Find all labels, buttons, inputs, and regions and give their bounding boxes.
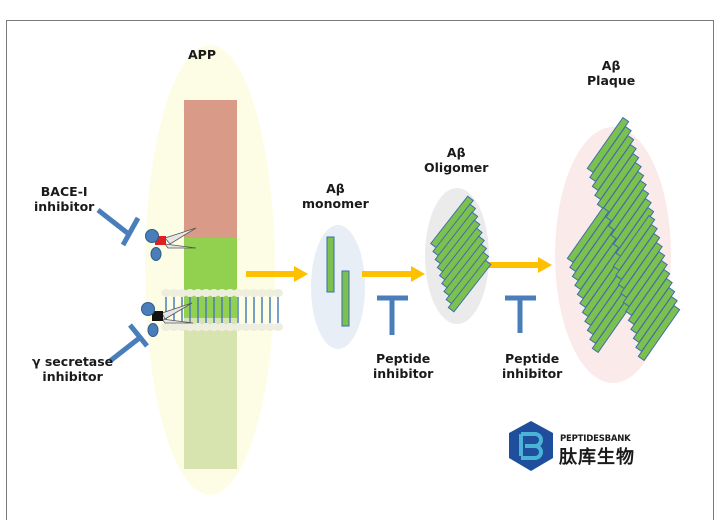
lipid-head: [193, 289, 203, 297]
app-abeta-region: [184, 238, 237, 318]
lipid-head: [217, 289, 227, 297]
gamma-secretase-scissors-icon: [141, 302, 194, 337]
lipid-head: [177, 289, 187, 297]
lipid-head: [249, 289, 259, 297]
lipid-head: [209, 289, 219, 297]
abeta-plaque: [566, 116, 681, 362]
lipid-head: [249, 323, 259, 331]
lipid-head: [185, 323, 195, 331]
lipid-head: [201, 289, 211, 297]
gamma-inhibitor-icon: [108, 323, 149, 363]
lipid-head: [225, 289, 235, 297]
abeta-monomer: [326, 236, 335, 293]
figure-frame: [6, 20, 714, 520]
lipid-head: [169, 289, 179, 297]
bace-label-line2: inhibitor: [34, 199, 95, 214]
lipid-head: [273, 289, 283, 297]
peptide1-label-line1: Peptide: [376, 351, 431, 366]
monomer-halo: [311, 225, 365, 349]
bace-inhibitor-label: BACE-I inhibitor: [34, 184, 94, 214]
peptidesbank-logo-icon: [509, 421, 553, 471]
lipid-head: [169, 323, 179, 331]
lipid-head: [161, 289, 171, 297]
lipid-head: [257, 323, 267, 331]
lipid-head: [177, 323, 187, 331]
oligomer-label-line1: Aβ: [446, 145, 466, 160]
bace-label-line1: BACE-I: [40, 184, 88, 199]
lipid-head: [193, 323, 203, 331]
abeta-fibril: [447, 259, 492, 313]
gamma-label-line2: inhibitor: [42, 369, 103, 384]
bace-inhibitor-icon: [96, 208, 141, 247]
plaque-label: Aβ Plaque: [587, 58, 635, 88]
abeta-monomer: [341, 270, 350, 327]
monomer-label-line2: monomer: [302, 196, 369, 211]
lipid-head: [233, 289, 243, 297]
peptide-inhibitor-2-label: Peptide inhibitor: [502, 351, 562, 381]
lipid-head: [273, 323, 283, 331]
peptide2-label-line2: inhibitor: [502, 366, 563, 381]
plaque-label-line1: Aβ: [601, 58, 621, 73]
lipid-head: [161, 323, 171, 331]
lipid-head: [225, 323, 235, 331]
lipid-head: [217, 323, 227, 331]
plaque-label-line2: Plaque: [587, 73, 636, 88]
oligomer-label-line2: Oligomer: [424, 160, 489, 175]
lipid-head: [209, 323, 219, 331]
lipid-head: [241, 289, 251, 297]
abeta-fibril: [637, 304, 681, 362]
lipid-head: [241, 323, 251, 331]
lipid-head: [265, 323, 275, 331]
lipid-head: [201, 323, 211, 331]
arrow-monomer-to-oligomer: [362, 266, 425, 282]
app-label: APP: [188, 47, 216, 62]
lipid-head: [185, 289, 195, 297]
peptide2-label-line1: Peptide: [505, 351, 560, 366]
app-extracellular-domain: [184, 100, 237, 238]
arrow-oligomer-to-plaque: [488, 257, 552, 273]
bace-scissors-icon: [145, 227, 197, 261]
app-intracellular-domain: [184, 318, 237, 469]
logo-text-cn: 肽库生物: [559, 447, 635, 468]
lipid-head: [265, 289, 275, 297]
abeta-oligomer: [430, 195, 492, 313]
monomer-label: Aβ monomer: [302, 181, 369, 211]
peptide-inhibitor-2-icon: [505, 295, 536, 333]
oligomer-label: Aβ Oligomer: [424, 145, 488, 175]
peptide-inhibitor-1-label: Peptide inhibitor: [373, 351, 433, 381]
monomer-label-line1: Aβ: [326, 181, 345, 196]
gamma-label-line1: γ secretase: [32, 354, 114, 369]
arrow-app-to-monomer: [246, 266, 308, 282]
lipid-head: [257, 289, 267, 297]
cell-membrane: [161, 289, 283, 331]
gamma-inhibitor-label: γ secretase inhibitor: [32, 354, 113, 384]
logo-text-en: PEPTIDESBANK: [560, 434, 631, 444]
peptide-inhibitor-1-icon: [377, 295, 408, 335]
peptide1-label-line2: inhibitor: [373, 366, 434, 381]
lipid-head: [233, 323, 243, 331]
